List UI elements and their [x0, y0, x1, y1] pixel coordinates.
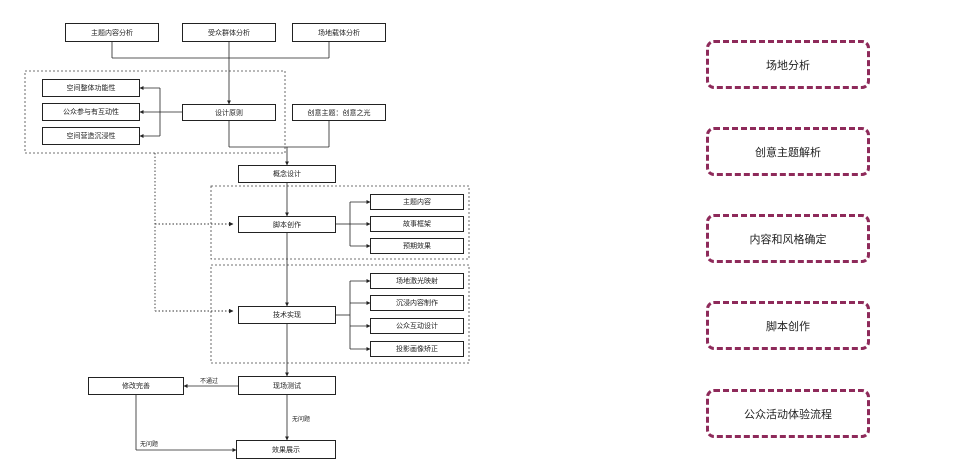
- node-modify: 修改完善: [88, 377, 184, 395]
- node-theme-content: 主题内容: [370, 194, 464, 210]
- step-content-style: 内容和风格确定: [706, 214, 870, 263]
- node-immersion: 空间营造沉浸性: [42, 127, 140, 145]
- edge-label-fail: 不通过: [200, 378, 219, 385]
- node-result-display: 效果展示: [236, 440, 336, 459]
- node-design-principles: 设计原则: [182, 104, 276, 121]
- node-immersive-production: 沉浸内容制作: [370, 295, 464, 311]
- step-creative-theme: 创意主题解析: [706, 127, 870, 176]
- node-content-analysis: 主题内容分析: [65, 23, 159, 42]
- node-script-creation: 脚本创作: [238, 216, 336, 233]
- node-story-frame: 故事框架: [370, 216, 464, 232]
- node-audience-analysis: 受众群体分析: [182, 23, 276, 42]
- group-script: [210, 185, 470, 260]
- step-public-experience: 公众活动体验流程: [706, 389, 870, 438]
- group-tech: [210, 264, 470, 364]
- node-site-test: 现场测试: [238, 376, 336, 395]
- step-script-creation: 脚本创作: [706, 301, 870, 350]
- node-concept-design: 概念设计: [238, 165, 336, 183]
- edge-label-pass-2: 无问题: [140, 441, 159, 448]
- node-expected-effect: 预期效果: [370, 238, 464, 254]
- node-public-interaction: 公众参与有互动性: [42, 103, 140, 121]
- node-venue-analysis: 场地载体分析: [292, 23, 386, 42]
- edge-label-pass: 无问题: [292, 416, 311, 423]
- node-creative-theme: 创意主题：创意之光: [292, 104, 386, 121]
- node-laser-mapping: 场地激光映射: [370, 273, 464, 289]
- node-interaction-design: 公众互动设计: [370, 318, 464, 334]
- node-space-function: 空间整体功能性: [42, 79, 140, 97]
- node-projection-correction: 投影画像矫正: [370, 341, 464, 357]
- step-venue-analysis: 场地分析: [706, 40, 870, 89]
- node-tech-implementation: 技术实现: [238, 306, 336, 324]
